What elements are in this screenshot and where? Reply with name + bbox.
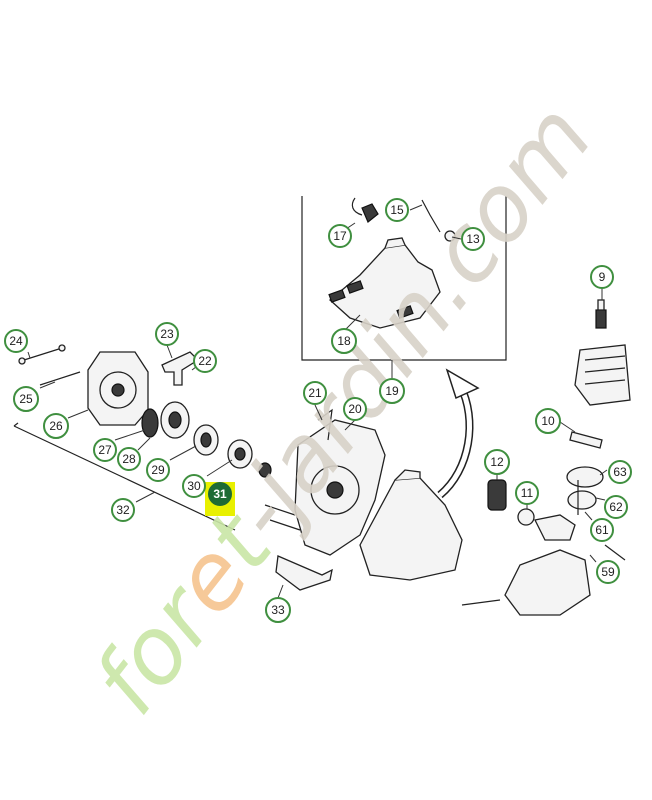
svg-text:31: 31	[213, 487, 227, 501]
svg-text:28: 28	[122, 452, 136, 466]
callout-33: 33	[265, 597, 291, 623]
callout-22: 22	[193, 349, 217, 373]
inset-box	[301, 196, 507, 361]
svg-text:13: 13	[466, 232, 480, 246]
svg-text:30: 30	[187, 479, 201, 493]
callout-10: 10	[535, 408, 561, 434]
callout-12: 12	[484, 449, 510, 475]
callout-25: 25	[13, 386, 39, 412]
callout-15: 15	[385, 198, 409, 222]
svg-text:12: 12	[490, 455, 504, 469]
callout-24: 24	[4, 329, 28, 353]
svg-text:26: 26	[49, 419, 63, 433]
svg-text:17: 17	[333, 229, 347, 243]
callout-17: 17	[328, 224, 352, 248]
svg-text:63: 63	[613, 465, 627, 479]
svg-text:29: 29	[151, 463, 165, 477]
callout-61: 61	[590, 518, 614, 542]
svg-text:22: 22	[198, 354, 212, 368]
callout-28: 28	[117, 447, 141, 471]
svg-text:9: 9	[599, 270, 606, 284]
callout-9: 9	[590, 265, 614, 289]
svg-text:23: 23	[160, 327, 174, 341]
callout-23: 23	[155, 322, 179, 346]
svg-text:18: 18	[337, 334, 351, 348]
callout-20: 20	[343, 397, 367, 421]
callout-13: 13	[461, 227, 485, 251]
svg-text:20: 20	[348, 402, 362, 416]
housing-assembly	[275, 408, 463, 591]
svg-text:24: 24	[9, 334, 23, 348]
svg-text:19: 19	[385, 384, 399, 398]
svg-text:32: 32	[116, 503, 130, 517]
callout-62: 62	[604, 495, 628, 519]
svg-text:10: 10	[541, 414, 555, 428]
svg-text:61: 61	[595, 523, 609, 537]
svg-text:15: 15	[390, 203, 404, 217]
callout-19: 19	[379, 378, 405, 404]
direction-arrow	[437, 368, 480, 499]
callout-21: 21	[303, 381, 327, 405]
callout-18: 18	[331, 328, 357, 354]
svg-text:33: 33	[271, 603, 285, 617]
callout-27: 27	[93, 438, 117, 462]
svg-text:62: 62	[609, 500, 623, 514]
callout-63: 63	[608, 460, 632, 484]
svg-text:21: 21	[308, 386, 322, 400]
callout-29: 29	[146, 458, 170, 482]
callout-31-highlighted: 31	[208, 482, 232, 506]
svg-text:11: 11	[521, 486, 534, 500]
callout-26: 26	[43, 413, 69, 439]
leader-lines	[27, 204, 608, 599]
callout-59: 59	[596, 560, 620, 584]
callout-11: 11	[515, 481, 539, 505]
svg-text:59: 59	[601, 565, 615, 579]
starter-assembly	[13, 344, 301, 531]
svg-text:27: 27	[98, 443, 112, 457]
callout-30: 30	[182, 474, 206, 498]
engine-assembly	[461, 299, 631, 616]
svg-text:25: 25	[19, 392, 33, 406]
callout-32: 32	[111, 498, 135, 522]
